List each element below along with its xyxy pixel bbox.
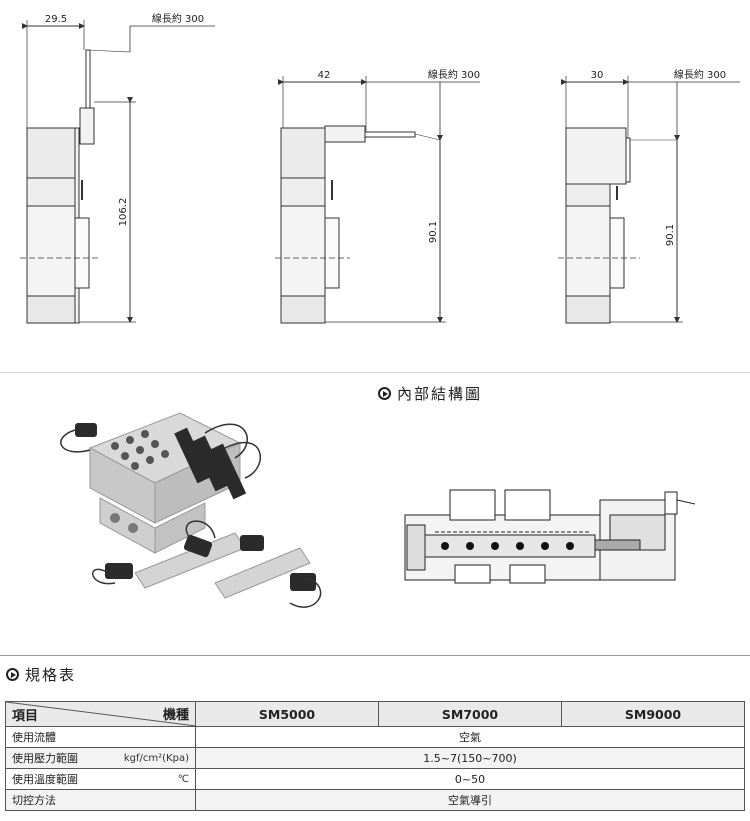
model-header-sm9000: SM9000 [561,701,745,727]
spec-corner-header: 機種 項目 [5,701,196,727]
section-divider [0,372,750,373]
table-row: 切控方法 空氣導引 [5,789,745,811]
internal-structure-title: 內部結構圖 [397,385,483,403]
dim-height-1: 106.2 [118,198,129,227]
row-value: 空氣 [195,726,745,748]
row-label: 使用流體 [12,731,56,744]
product-photo [45,388,325,628]
valve-side-view-1 [20,20,215,324]
model-header-sm5000: SM5000 [195,701,379,727]
spec-table: 機種 項目 SM5000 SM7000 SM9000 使用流體 空氣 使用壓力範… [5,701,745,811]
dim-width-1: 29.5 [45,14,67,25]
row-value: 0~50 [195,768,745,790]
dim-height-3: 90.1 [665,224,676,246]
model-header-sm7000: SM7000 [378,701,562,727]
spec-heading: 規格表 [6,664,76,685]
play-bullet-icon [378,387,391,400]
header-model-label: 機種 [162,708,189,723]
table-row: 使用溫度範圍 ℃ 0~50 [5,768,745,790]
internal-structure-diagram [395,470,696,595]
row-unit: ℃ [177,773,189,785]
internal-structure-heading: 內部結構圖 [378,383,482,404]
row-label: 使用壓力範圍 [12,752,78,765]
spec-divider [0,655,750,656]
dim-height-2: 90.1 [428,221,439,243]
valve-side-view-2 [275,76,480,324]
row-value: 1.5~7(150~700) [195,747,745,769]
play-bullet-icon [6,668,19,681]
dim-wire-2: 線長約 300 [428,68,480,81]
row-unit: kgf/cm²(Kpa) [123,752,189,764]
table-row: 使用壓力範圍 kgf/cm²(Kpa) 1.5~7(150~700) [5,747,745,769]
spec-title: 規格表 [25,666,77,684]
valve-side-view-3 [558,76,740,324]
table-row: 使用流體 空氣 [5,726,745,748]
dim-wire-1: 線長約 300 [152,12,204,25]
dim-wire-3: 線長約 300 [674,68,726,81]
header-item-label: 項目 [12,709,39,724]
dimension-drawings: 29.5 線長約 300 106.2 42 線長約 30 [0,0,750,370]
dim-width-3: 30 [591,70,604,81]
row-label: 切控方法 [12,794,56,807]
row-value: 空氣導引 [195,789,745,811]
row-label: 使用溫度範圍 [12,773,78,786]
dim-width-2: 42 [318,70,331,81]
